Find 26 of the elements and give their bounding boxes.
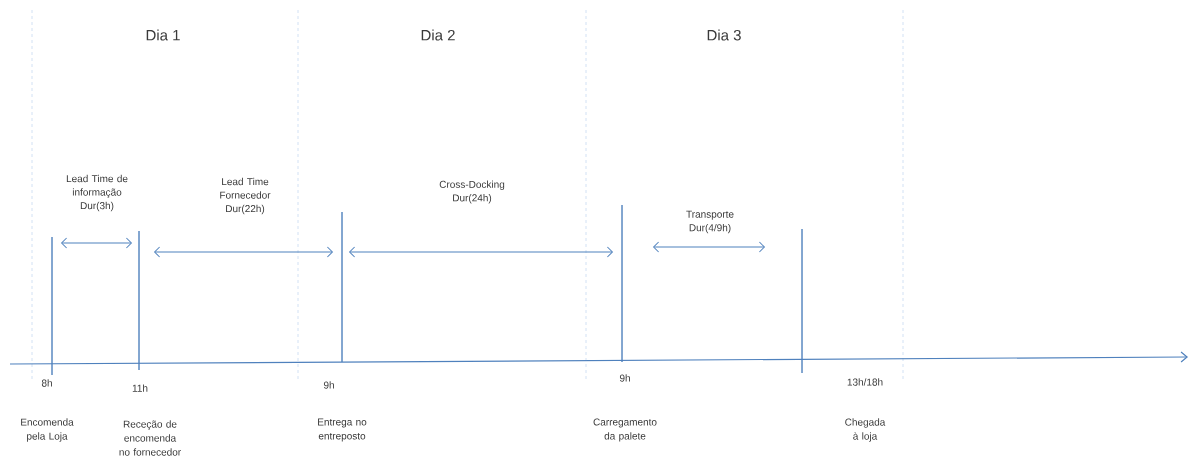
time-label: 8h [41, 379, 52, 387]
double-arrow [61, 237, 132, 249]
double-arrow [349, 246, 613, 258]
milestone-line [51, 237, 53, 375]
time-label: 13h/18h [847, 378, 883, 386]
day-heading: Dia 1 [146, 29, 180, 41]
event-label: Chegada à loja [845, 418, 886, 442]
event-label: Encomenda pela Loja [21, 418, 74, 442]
milestone-line [621, 205, 623, 362]
edge-label: Transporte Dur(4/9h) [686, 210, 734, 234]
time-label: 11h [132, 384, 148, 392]
milestone-line [138, 231, 140, 370]
day-heading: Dia 2 [421, 29, 455, 41]
double-arrow [154, 246, 333, 258]
event-label: Carregamento da palete [593, 418, 657, 442]
milestone-line [801, 229, 803, 373]
time-label: 9h [619, 374, 630, 382]
double-arrow [653, 241, 765, 253]
edge-label: Cross-Docking Dur(24h) [439, 180, 505, 204]
day-heading: Dia 3 [707, 29, 741, 41]
event-label: Entrega no entreposto [318, 418, 367, 442]
milestone-line [341, 212, 343, 362]
edge-label: Lead Time Fornecedor Dur(22h) [220, 177, 271, 215]
edge-label: Lead Time de informação Dur(3h) [66, 174, 128, 212]
event-label: Receção de encomenda no fornecedor [119, 420, 181, 456]
time-label: 9h [323, 381, 334, 389]
